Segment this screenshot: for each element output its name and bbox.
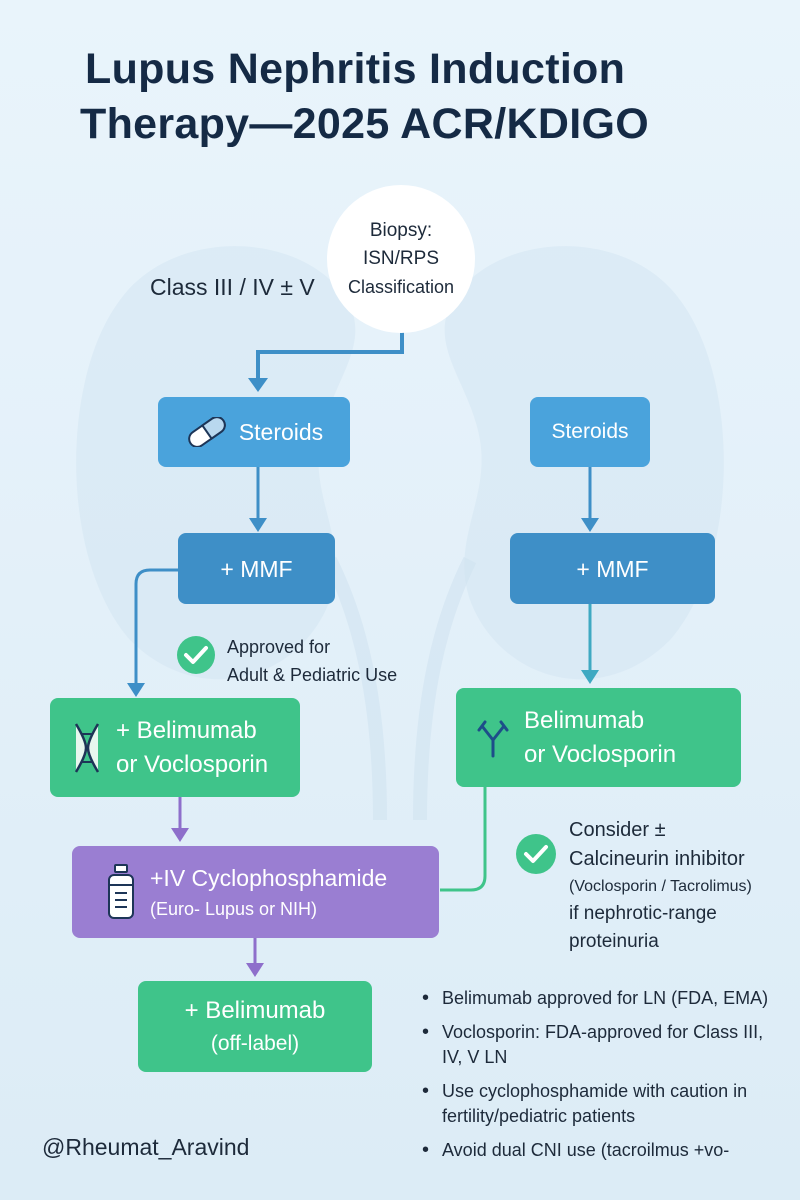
- title-line-2: Therapy—2025 ACR/KDIGO: [80, 100, 649, 148]
- biopsy-line-3: Classification: [347, 277, 455, 297]
- consider-note: Consider ± Calcineurin inhibitor (Voclos…: [569, 816, 752, 956]
- consider-note-line-5: proteinuria: [569, 931, 659, 952]
- class-label: Class III / IV ± V: [150, 274, 315, 300]
- consider-note-line-1: Consider ±: [569, 819, 666, 841]
- consider-note-line-3: (Voclosporin / Tacrolimus): [569, 878, 752, 895]
- approved-note: Approved for Adult & Pediatric Use: [227, 633, 397, 689]
- cyclophosphamide-node: +IV Cyclophosphamide (Euro- Lupus or NIH…: [72, 846, 439, 938]
- author-handle: @Rheumat_Aravind: [42, 1134, 250, 1160]
- approved-note-line-1: Approved for: [227, 637, 331, 657]
- list-item: Use cyclophosphamide with caution in fer…: [418, 1079, 788, 1129]
- consider-note-line-2: Calcineurin inhibitor: [569, 848, 745, 870]
- list-item: Avoid dual CNI use (tacroilmus +vo-: [418, 1138, 788, 1163]
- left-belimumab-line-1: + Belimumab: [116, 716, 257, 744]
- list-item: Belimumab approved for LN (FDA, EMA): [418, 986, 788, 1011]
- right-belimumab-node: Belimumab or Voclosporin: [456, 688, 741, 787]
- left-steroids-label: Steroids: [238, 419, 324, 445]
- chromosome-icon: [74, 722, 100, 773]
- biopsy-node: Biopsy: ISN/RPS Classification: [327, 185, 475, 333]
- right-mmf-label: + MMF: [576, 555, 649, 582]
- right-belimumab-line-2: or Voclosporin: [524, 740, 677, 768]
- right-mmf-node: + MMF: [510, 533, 715, 604]
- pill-icon: [187, 417, 226, 447]
- biopsy-line-2: ISN/RPS: [362, 248, 440, 269]
- right-steroids-node: Steroids: [530, 397, 650, 467]
- right-steroids-label: Steroids: [551, 420, 629, 443]
- left-belimumab-node: + Belimumab or Voclosporin: [50, 698, 300, 797]
- right-belimumab-line-1: Belimumab: [524, 706, 645, 734]
- cyclophosphamide-line-1: +IV Cyclophosphamide: [150, 865, 388, 891]
- check-circle-icon: [516, 834, 556, 874]
- biopsy-line-1: Biopsy:: [369, 220, 433, 241]
- page-title: Lupus Nephritis Induction Therapy—2025 A…: [80, 42, 649, 152]
- antibody-icon: [477, 720, 509, 757]
- approved-note-line-2: Adult & Pediatric Use: [227, 665, 398, 685]
- notes-list: Belimumab approved for LN (FDA, EMA) Voc…: [418, 986, 788, 1172]
- left-mmf-label: + MMF: [220, 555, 293, 582]
- consider-note-line-4: if nephrotic-range: [569, 903, 717, 924]
- belimumab-offlabel-line-2: (off-label): [210, 1031, 300, 1055]
- belimumab-offlabel-line-1: + Belimumab: [184, 996, 326, 1024]
- list-item: Voclosporin: FDA-approved for Class III,…: [418, 1020, 788, 1070]
- belimumab-offlabel-node: + Belimumab (off-label): [138, 981, 372, 1072]
- cyclophosphamide-line-2: (Euro- Lupus or NIH): [150, 899, 318, 919]
- check-circle-icon: [177, 636, 215, 674]
- left-steroids-node: Steroids: [158, 397, 350, 467]
- title-line-1: Lupus Nephritis Induction: [85, 45, 626, 93]
- left-belimumab-line-2: or Voclosporin: [116, 750, 269, 778]
- left-mmf-node: + MMF: [178, 533, 335, 604]
- vial-icon: [108, 864, 134, 919]
